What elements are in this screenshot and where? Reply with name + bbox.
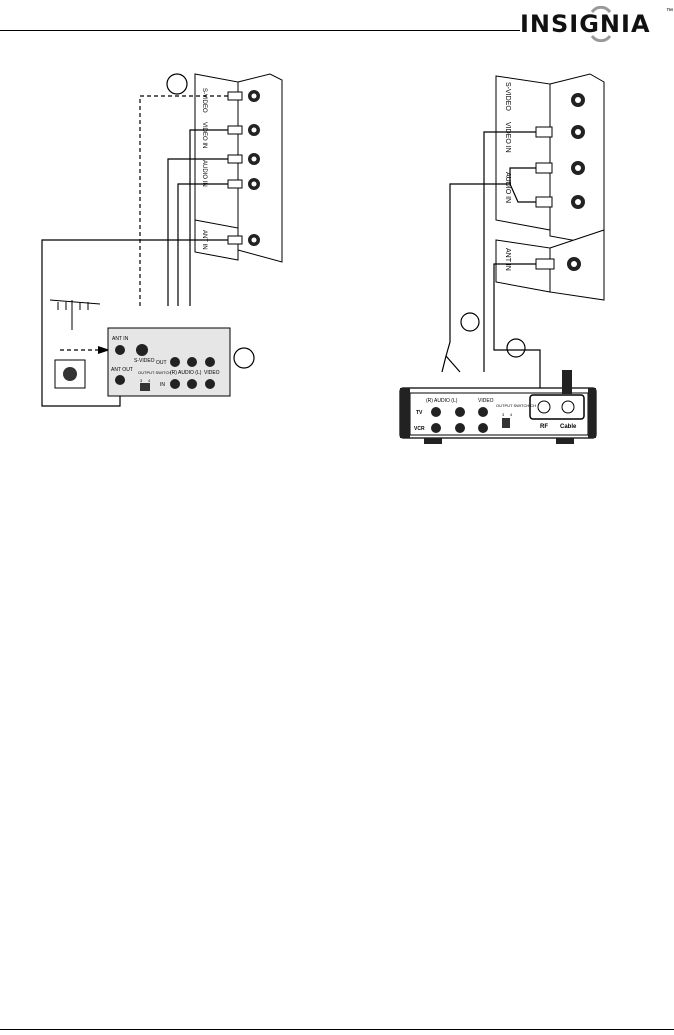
tv-videoin-label-right: VIDEO IN xyxy=(504,122,511,153)
vcr-output-switch-label: OUTPUT SWITCH xyxy=(138,370,171,375)
callout-circle-b xyxy=(233,347,255,369)
cables-left xyxy=(41,95,228,407)
tv-panel-upper: S-VIDEO VIDEO IN AUDIO IN xyxy=(194,73,283,263)
box-video-label: VIDEO xyxy=(478,398,494,404)
tv-panel-upper-right: S-VIDEO VIDEO IN AUDIO IN xyxy=(495,73,605,247)
tv-panel-antenna-right: ANT IN xyxy=(495,229,605,301)
tv-audioin-label: AUDIO IN xyxy=(201,160,207,187)
vcr-antin-label: ANT IN xyxy=(112,336,129,342)
antenna-icon xyxy=(49,299,101,330)
vcr-ch3-label: 3 xyxy=(140,378,143,383)
tv-svideo-label-right: S-VIDEO xyxy=(504,82,511,111)
vcr-connection-diagram: S-VIDEO VIDEO IN AUDIO IN ANT IN xyxy=(41,73,283,407)
brand-tm: ™ xyxy=(666,8,673,15)
vcr-in-label: IN xyxy=(160,382,165,388)
cable-box: (R) AUDIO (L) VIDEO OUTPUT SWITCH CH 3 4… xyxy=(399,370,597,444)
tv-audioin-label-right: AUDIO IN xyxy=(504,172,511,203)
brand-logo: INSIGNIA ™ xyxy=(520,6,673,44)
wall-outlet-icon xyxy=(54,359,86,389)
vcr-antout-label: ANT OUT xyxy=(111,367,133,373)
box-output-switch-label: OUTPUT SWITCH CH xyxy=(496,403,536,408)
box-ch3-label: 3 xyxy=(502,412,505,417)
footer-rule xyxy=(0,1029,674,1030)
callout-circle-a xyxy=(166,73,188,95)
vcr-ch4-label: 4 xyxy=(148,378,151,383)
box-vcr-label: VCR xyxy=(414,426,425,432)
vcr-back-panel: ANT IN S-VIDEO OUT IN (R) AUDIO (L) VIDE… xyxy=(107,327,231,397)
callout-circle-c xyxy=(460,312,480,332)
callout-circle-d xyxy=(506,338,526,358)
vcr-video-label: VIDEO xyxy=(204,370,220,376)
vcr-audio-label: (R) AUDIO (L) xyxy=(170,370,202,376)
box-cable-label: Cable xyxy=(560,424,577,430)
cable-box-connection-diagram: S-VIDEO VIDEO IN AUDIO IN ANT IN xyxy=(399,73,605,444)
tv-antin-label-right: ANT IN xyxy=(504,248,511,271)
tv-svideo-label: S-VIDEO xyxy=(201,88,207,113)
header-rule xyxy=(0,30,520,31)
vcr-svideo-label: S-VIDEO xyxy=(134,358,155,364)
box-rf-label: RF xyxy=(540,424,548,430)
box-audio-label: (R) AUDIO (L) xyxy=(426,398,458,404)
tv-videoin-label: VIDEO IN xyxy=(201,122,207,148)
brand-name: INSIGNIA xyxy=(520,10,651,38)
box-tv-label: TV xyxy=(416,410,423,416)
cables-right xyxy=(441,131,541,390)
vcr-out-label: OUT xyxy=(156,360,167,366)
arrow-icon xyxy=(98,346,110,354)
box-ch4-label: 4 xyxy=(510,412,513,417)
logo-ring-icon xyxy=(590,6,612,42)
